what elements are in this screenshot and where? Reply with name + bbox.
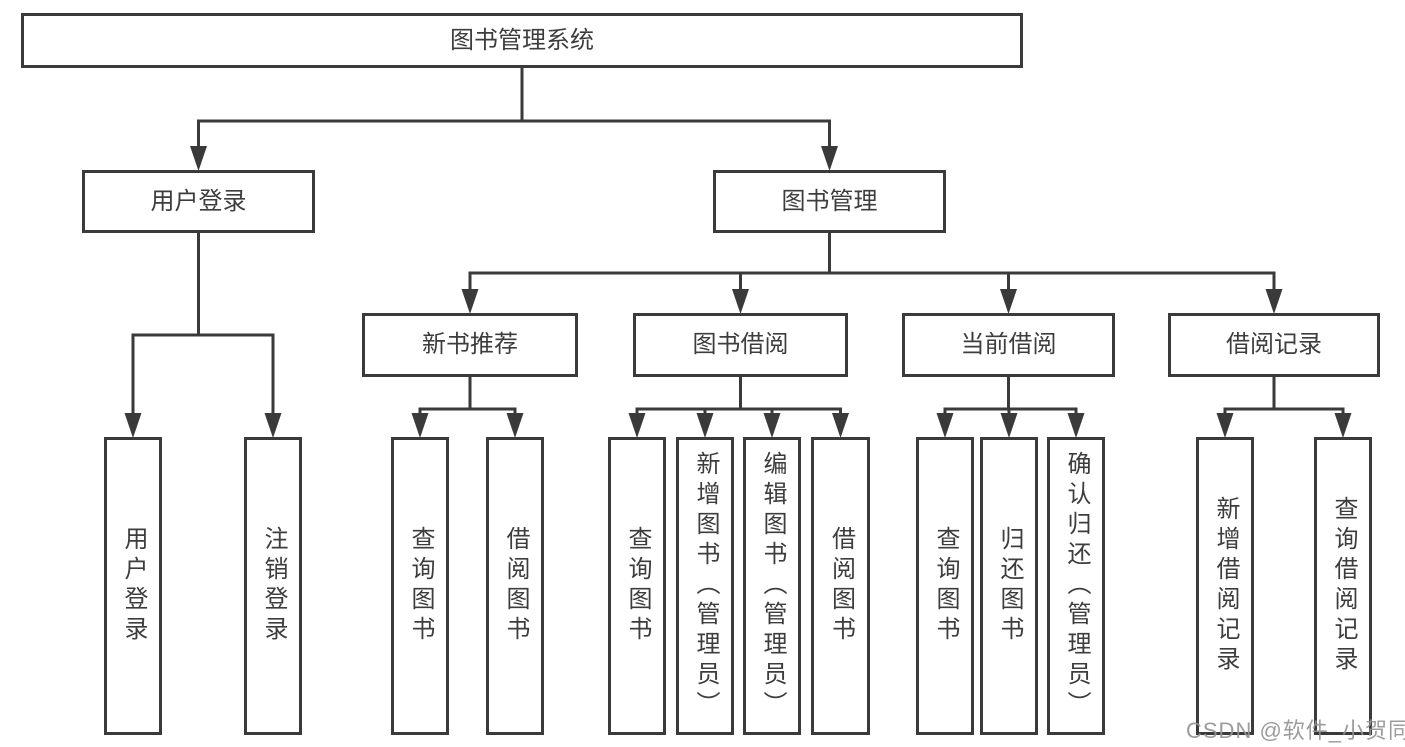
node-br-query: 查询借阅记录 <box>1314 437 1372 735</box>
arrowhead-icon <box>1067 413 1085 438</box>
arrowhead-icon <box>763 413 781 438</box>
node-borrow-record: 借阅记录 <box>1168 313 1380 377</box>
arrowhead-icon <box>1216 413 1234 438</box>
node-cb-query: 查询图书 <box>916 437 974 735</box>
arrowhead-icon <box>732 289 749 314</box>
node-bb-add: 新增图书（管理员） <box>676 437 734 735</box>
arrowhead-icon <box>832 413 849 438</box>
node-user-login: 用户登录 <box>82 170 315 233</box>
arrowhead-icon <box>1000 413 1018 438</box>
arrowhead-icon <box>936 413 954 438</box>
node-nbr-query: 查询图书 <box>391 437 449 735</box>
arrowhead-icon <box>628 413 646 438</box>
node-current-borrow: 当前借阅 <box>902 313 1115 377</box>
arrowhead-icon <box>461 289 479 314</box>
node-logout: 注销登录 <box>244 437 302 735</box>
arrowhead-icon <box>1000 289 1017 314</box>
node-bb-edit: 编辑图书（管理员） <box>743 437 801 735</box>
node-book-borrow: 图书借阅 <box>633 313 848 377</box>
node-bb-query: 查询图书 <box>608 437 666 735</box>
arrowhead-icon <box>264 413 282 438</box>
arrowhead-icon <box>821 146 838 171</box>
node-br-add: 新增借阅记录 <box>1196 437 1254 735</box>
node-cb-confirm: 确认归还（管理员） <box>1047 437 1105 735</box>
arrowhead-icon <box>506 413 524 438</box>
node-book-mgmt: 图书管理 <box>713 170 946 233</box>
node-cb-return: 归还图书 <box>980 437 1038 735</box>
node-root: 图书管理系统 <box>21 13 1023 68</box>
arrowhead-icon <box>696 413 714 438</box>
arrowhead-icon <box>1334 413 1352 438</box>
arrowhead-icon <box>411 413 429 438</box>
csdn-watermark: CSDN @软件_小贺同学 <box>1186 718 1405 743</box>
node-login: 用户登录 <box>104 437 162 735</box>
node-new-book-rec: 新书推荐 <box>362 313 578 377</box>
arrowhead-icon <box>1265 289 1283 314</box>
node-bb-borrow: 借阅图书 <box>811 437 870 735</box>
node-nbr-borrow: 借阅图书 <box>486 437 544 735</box>
arrowhead-icon <box>124 413 142 438</box>
arrowhead-icon <box>190 146 207 171</box>
